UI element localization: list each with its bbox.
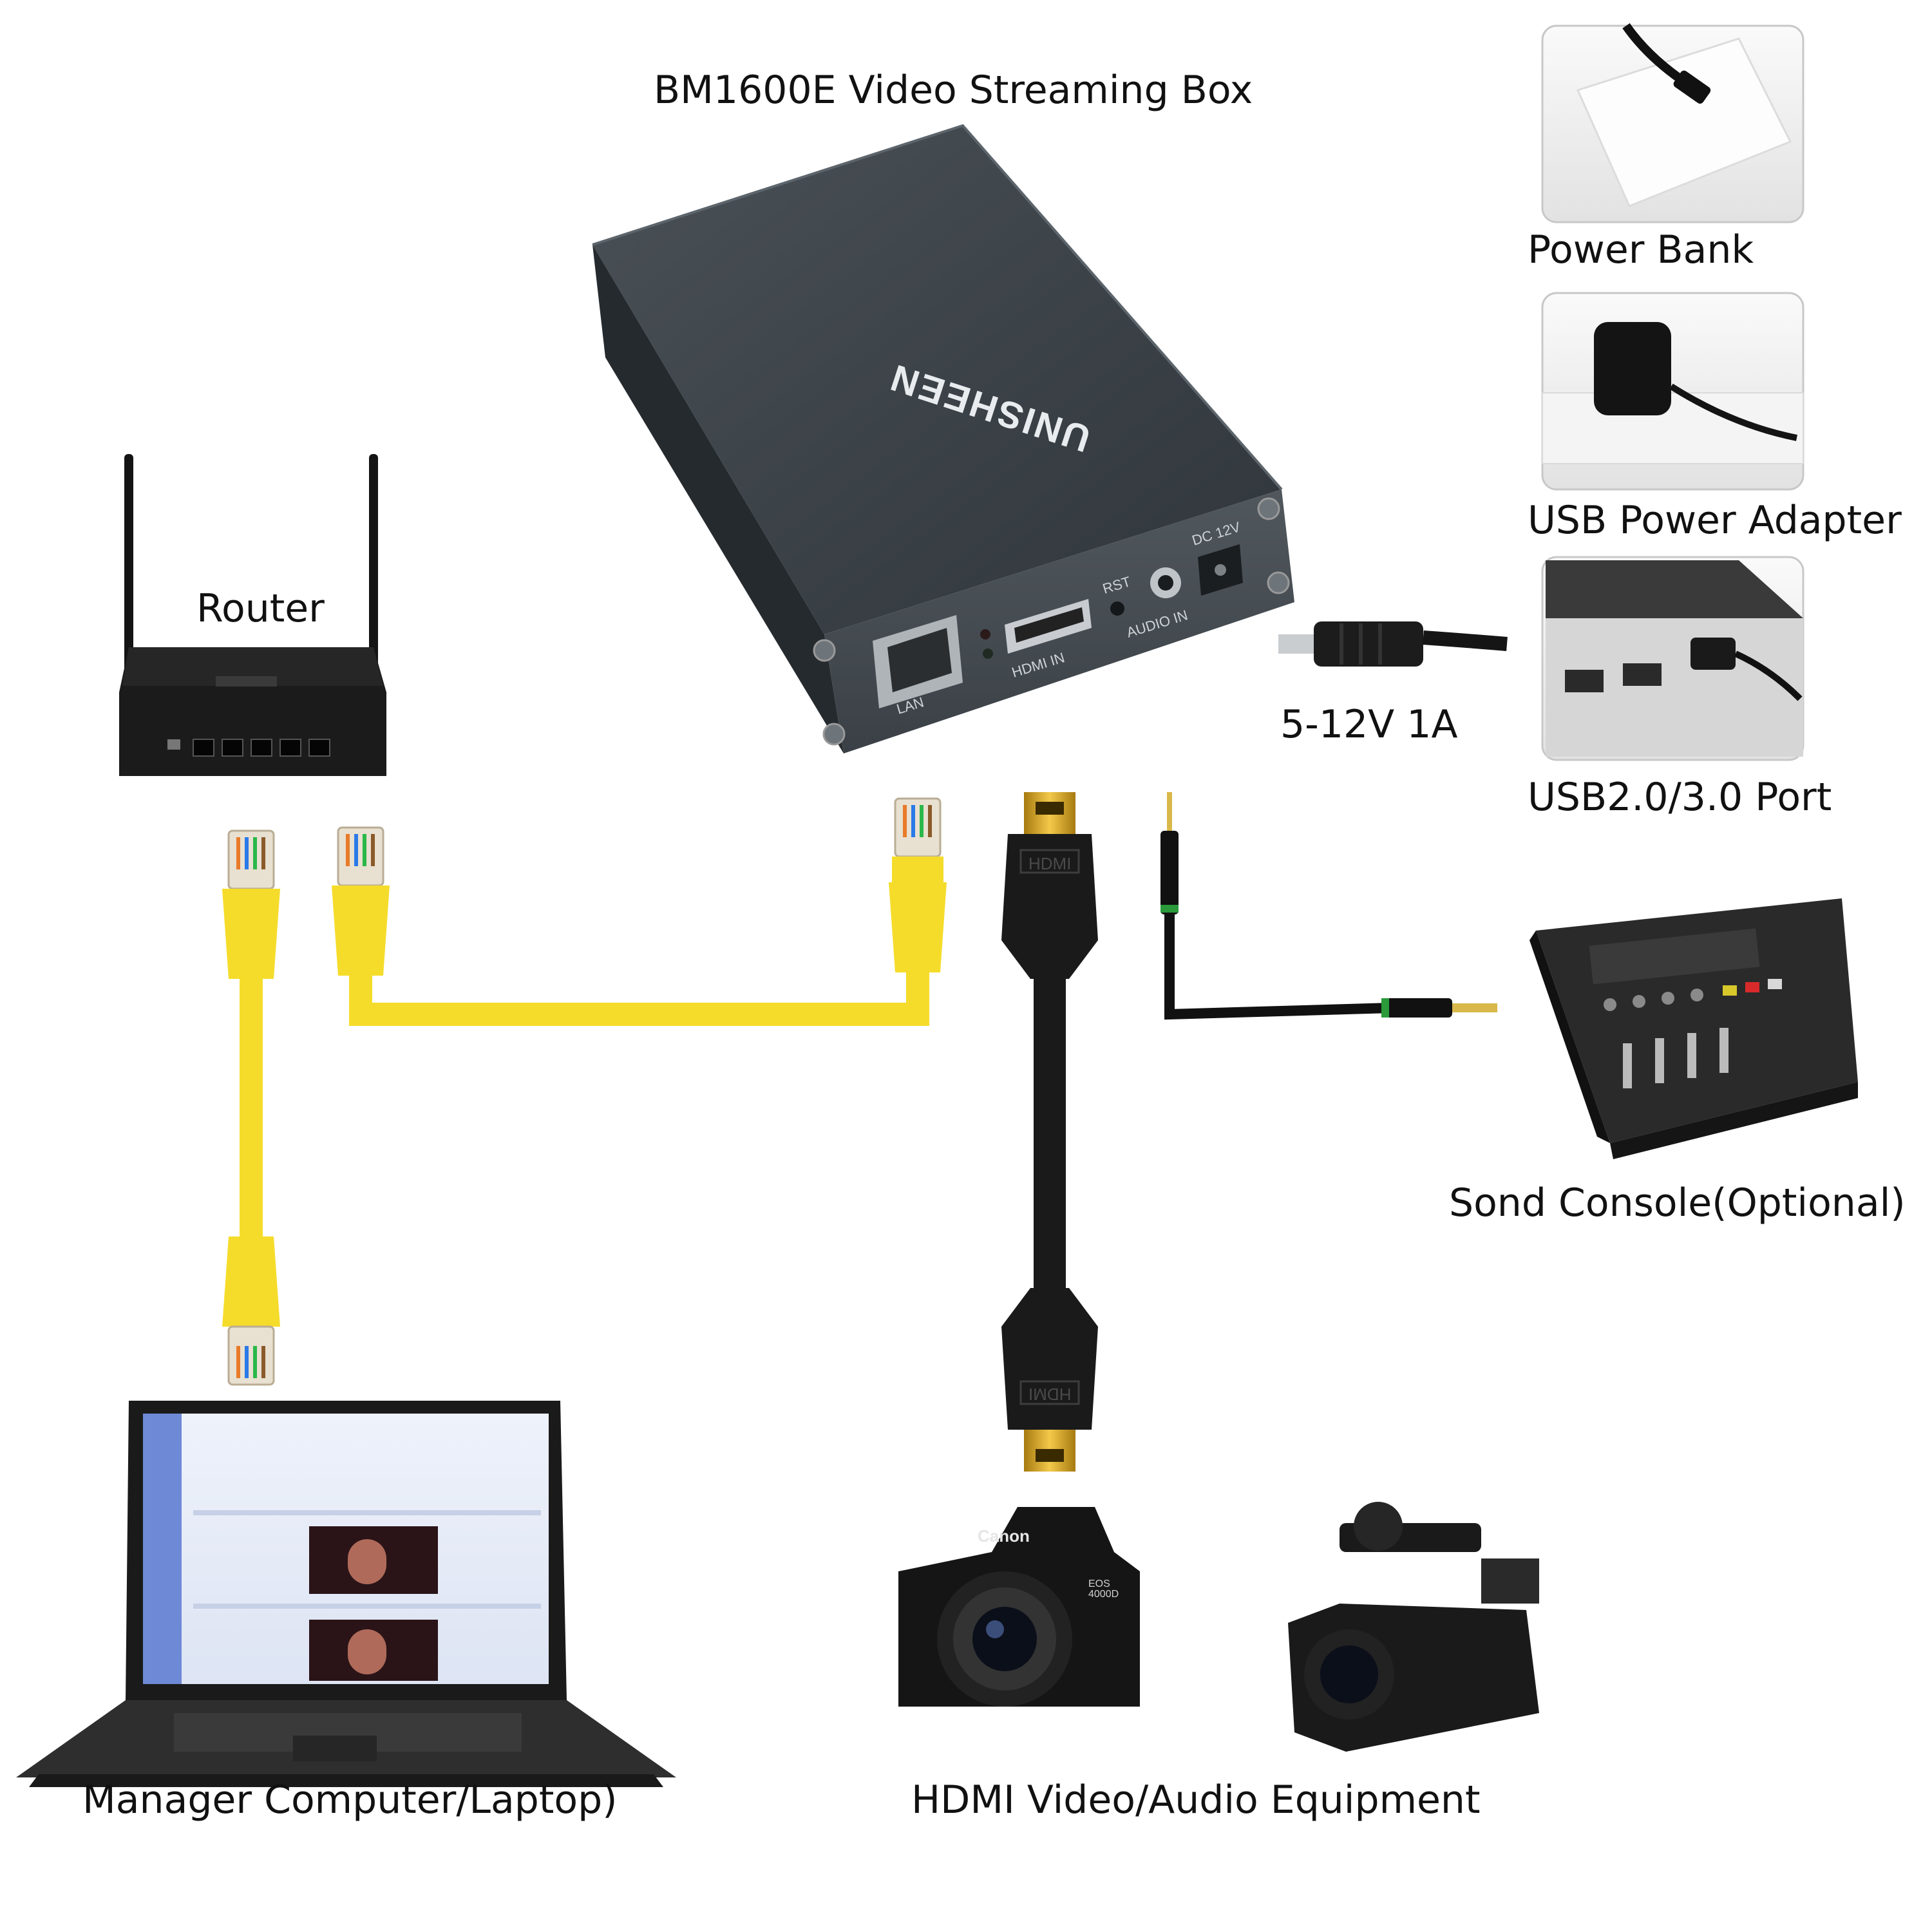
router-label: Router xyxy=(196,586,325,631)
laptop-label: Manager Computer/Laptop) xyxy=(82,1777,618,1823)
hdmi-connector-text-top: HDMI xyxy=(1028,854,1072,873)
usb-power-adapter-image xyxy=(1541,292,1804,491)
streaming-box xyxy=(592,124,1294,753)
ethernet-cable-router-laptop xyxy=(222,829,280,1386)
usb-port-image xyxy=(1541,556,1804,761)
usb-power-adapter-label: USB Power Adapter xyxy=(1528,498,1902,543)
audio-cable xyxy=(1160,792,1497,1020)
diagram-title: BM1600E Video Streaming Box xyxy=(654,68,1253,113)
power-bank-image xyxy=(1541,23,1804,223)
camcorder-image xyxy=(1288,1502,1539,1752)
dc-power-cable xyxy=(1278,621,1508,667)
dslr-camera-image xyxy=(898,1507,1140,1707)
voltage-label: 5-12V 1A xyxy=(1280,702,1458,747)
router xyxy=(119,454,386,776)
hdmi-equipment-label: HDMI Video/Audio Equipment xyxy=(911,1777,1481,1823)
camera-model-text: EOS 4000D xyxy=(1088,1578,1119,1600)
power-bank-label: Power Bank xyxy=(1528,227,1754,272)
camera-brand-text: Canon xyxy=(978,1526,1030,1546)
laptop-image xyxy=(16,1401,676,1787)
hdmi-cable xyxy=(1001,792,1098,1472)
hdmi-connector-text-bottom: HDMI xyxy=(1028,1385,1072,1404)
ethernet-cable-router-box xyxy=(332,797,947,1026)
sound-console-image xyxy=(1530,898,1858,1159)
sound-console-label: Sond Console(Optional) xyxy=(1449,1180,1906,1226)
usb-port-label: USB2.0/3.0 Port xyxy=(1528,775,1832,820)
